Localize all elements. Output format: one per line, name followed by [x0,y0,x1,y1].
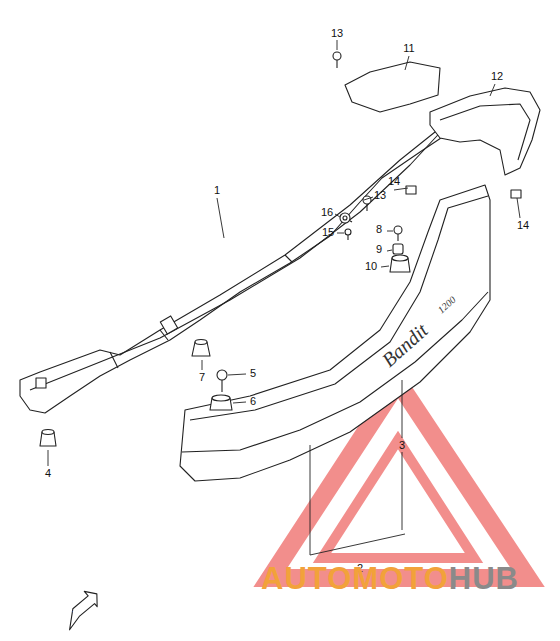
callout-number: 4 [45,468,51,479]
rear-cowl-edge [440,104,530,160]
rear-cowl [430,88,540,175]
callout-number: 16 [321,207,333,218]
callout-number: 7 [199,372,205,383]
callout-number: 3 [399,440,405,451]
tail-cover-edge [190,196,488,420]
frame-cover [20,118,455,413]
tail-cover [180,185,490,481]
callout-number: 6 [250,396,256,407]
watermark-text: AUTOMOTO [261,563,449,594]
cover-plate [345,62,440,112]
fwd-arrow [57,586,104,630]
tail-cover-edge [182,292,488,452]
callout-number: 11 [403,43,414,54]
callout-number: 9 [376,244,382,255]
callout-number: 10 [365,261,377,272]
callout-number: 12 [491,71,503,82]
callout-number: 14 [388,176,400,187]
callout-number: 8 [376,224,382,235]
callout-number: 5 [250,368,256,379]
watermark-text: HUB [449,563,519,594]
callout-number: 15 [322,227,334,238]
callout-number: 1 [214,185,220,196]
leader-lines [48,40,520,555]
callout-number: 13 [374,190,386,201]
callout-number: 13 [331,28,343,39]
frame-cover-edge [110,215,352,368]
callout-number: 14 [517,220,529,231]
frame-tab [36,378,46,388]
frame-tab [160,316,177,334]
frame-cover-edge [30,124,448,390]
fasteners [40,52,521,446]
